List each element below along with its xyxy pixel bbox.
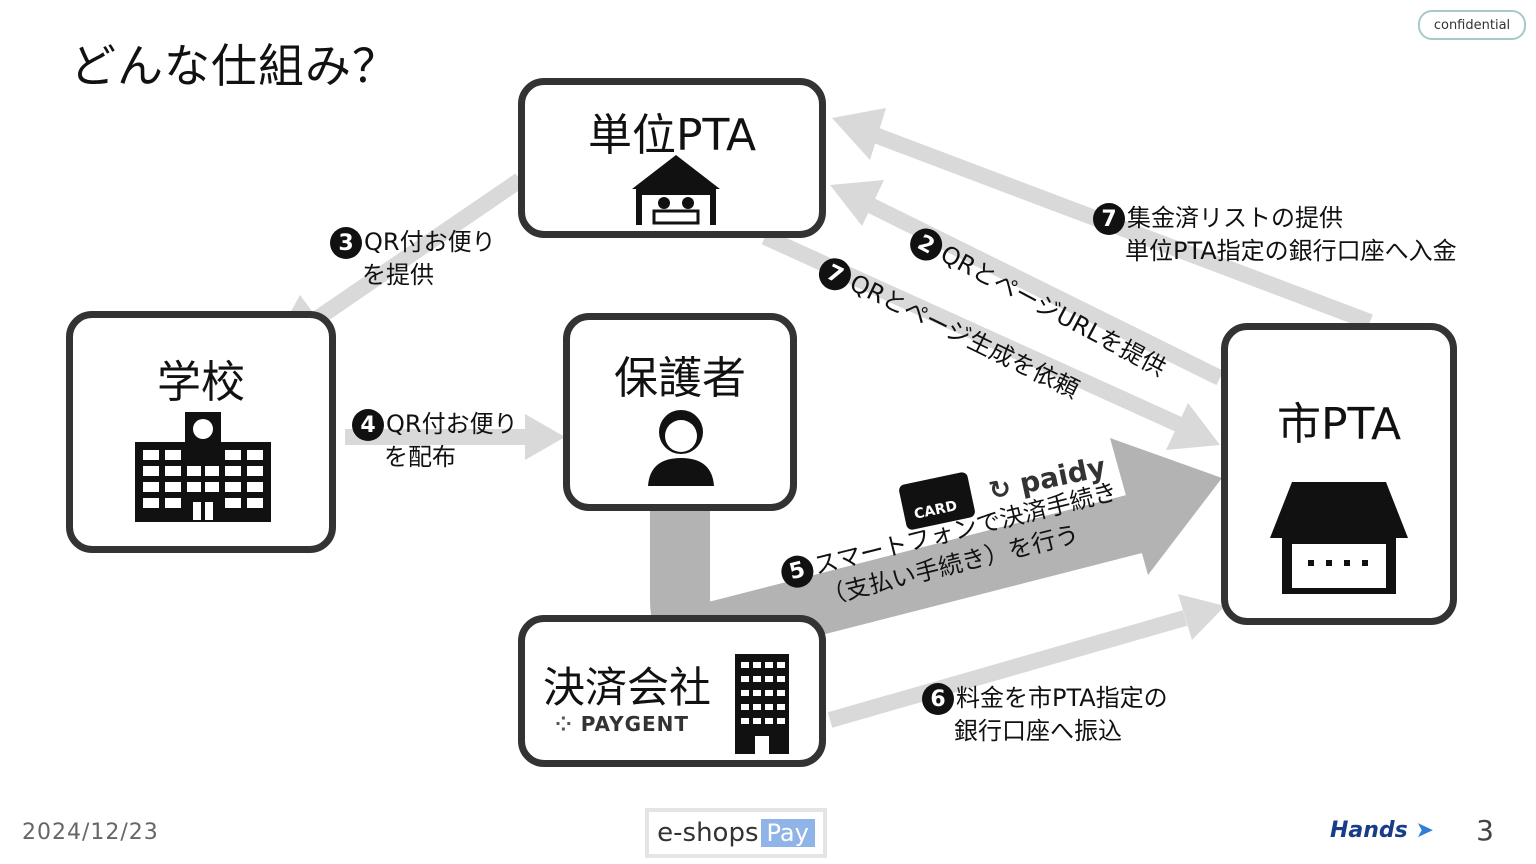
arrow-6-head bbox=[1178, 594, 1225, 640]
arrow-7a-shaft bbox=[872, 127, 1373, 330]
node-hogosha-label: 保護者 bbox=[614, 353, 746, 404]
step-4-line1: QR付お便り bbox=[386, 410, 518, 438]
confidential-badge: confidential bbox=[1418, 10, 1526, 40]
step-3-line1: QR付お便り bbox=[364, 228, 496, 256]
node-gakkou: 学校 bbox=[66, 311, 336, 553]
step-4-line2: を配布 bbox=[384, 443, 456, 471]
node-hogosha: 保護者 bbox=[563, 313, 797, 511]
step-7a-line2: 単位PTA指定の銀行口座へ入金 bbox=[1125, 237, 1457, 265]
step-6-number: 6 bbox=[922, 683, 954, 715]
card-logo-text: CARD bbox=[912, 498, 959, 523]
node-shi-pta-label: 市PTA bbox=[1276, 399, 1402, 450]
step-7a-number: 7 bbox=[1093, 203, 1125, 235]
step-3-line2: を提供 bbox=[362, 261, 434, 289]
eshops-logo-main: e-shops bbox=[657, 818, 759, 848]
school-building-icon bbox=[135, 412, 271, 522]
step-7a-line1: 集金済リストの提供 bbox=[1127, 204, 1343, 232]
paygent-logo: ⁘ PAYGENT bbox=[555, 712, 689, 736]
hands-logo-text: Hands bbox=[1330, 818, 1408, 843]
footer-date: 2024/12/23 bbox=[22, 820, 159, 845]
arrow-3-shaft bbox=[310, 173, 525, 327]
tent-icon bbox=[632, 155, 720, 225]
arrow-7a-head bbox=[832, 108, 886, 160]
office-building-icon bbox=[735, 654, 789, 754]
node-kessai-label: 決済会社 bbox=[543, 663, 712, 712]
step-4-number: 4 bbox=[352, 409, 384, 441]
arrow-5-head bbox=[1110, 438, 1222, 575]
paygent-dots-icon: ⁘ bbox=[555, 712, 573, 736]
shop-icon bbox=[1270, 482, 1408, 594]
node-kessai: 決済会社 bbox=[518, 615, 826, 767]
person-icon bbox=[648, 410, 714, 486]
node-shi-pta: 市PTA bbox=[1221, 323, 1457, 625]
page-number: 3 bbox=[1476, 814, 1494, 847]
hands-swoosh-icon: ➤ bbox=[1415, 818, 1434, 843]
arrow-4-head bbox=[525, 414, 565, 460]
step-5-number: 5 bbox=[778, 552, 817, 592]
node-gakkou-label: 学校 bbox=[157, 357, 245, 408]
step-6-line2: 銀行口座へ振込 bbox=[954, 717, 1122, 745]
paygent-logo-text: PAYGENT bbox=[580, 712, 690, 736]
node-tanni-pta: 単位PTA bbox=[518, 78, 826, 238]
node-tanni-pta-label: 単位PTA bbox=[587, 110, 757, 161]
hands-logo: Hands ➤ bbox=[1330, 818, 1434, 843]
step-3-number: 3 bbox=[330, 227, 362, 259]
page-title: どんな仕組み？ bbox=[70, 39, 399, 93]
arrow-7b-head bbox=[1166, 403, 1220, 450]
arrow-6-shaft bbox=[827, 610, 1188, 728]
eshops-logo-pay: Pay bbox=[760, 819, 815, 847]
step-6-line1: 料金を市PTA指定の bbox=[956, 684, 1168, 712]
arrow-2-head bbox=[830, 180, 884, 226]
